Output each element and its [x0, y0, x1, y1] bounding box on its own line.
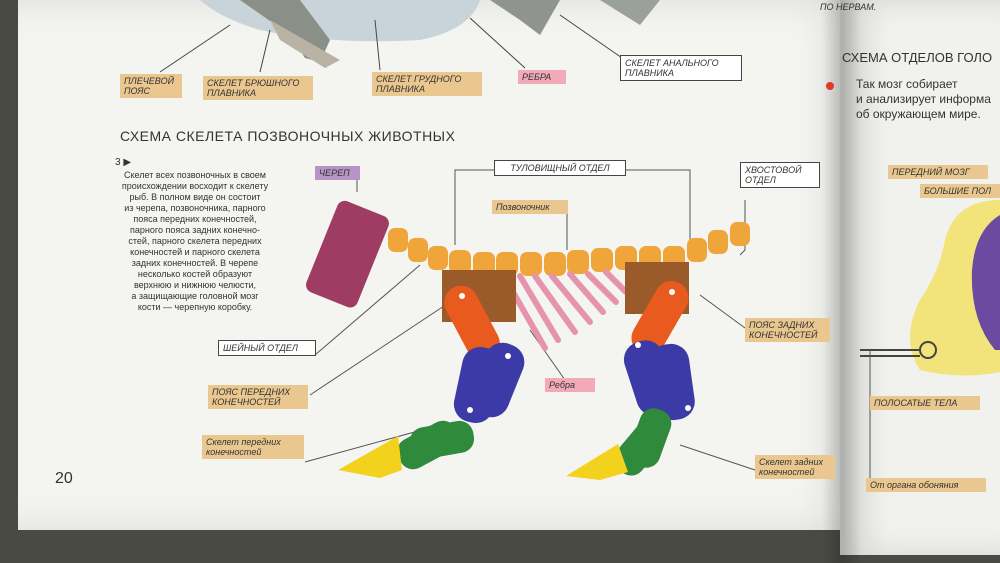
- body-text-line: Скелет всех позвоночных в своем: [124, 170, 266, 180]
- top-right-fragment: ПО НЕРВАМ.: [820, 2, 877, 12]
- rib-bone: [603, 269, 629, 295]
- rib-bone: [549, 273, 593, 325]
- vertebra: [591, 248, 613, 272]
- hind-limb: [566, 281, 695, 480]
- body-text-line: верхнюю и нижнюю челюсти,: [133, 280, 257, 290]
- label-neck: ШЕЙНЫЙ ОТДЕЛ: [218, 340, 316, 356]
- body-text-line: происхождении восходит к скелету: [121, 181, 269, 191]
- label-anal-fin: СКЕЛЕТ АНАЛЬНОГО ПЛАВНИКА: [620, 55, 742, 81]
- label-ribs-top: РЕБРА: [518, 70, 566, 84]
- label-hind-limb: Скелет задних конечностей: [755, 455, 835, 479]
- vertebra: [730, 222, 750, 246]
- rib-bone: [585, 271, 619, 305]
- body-text-line: задних конечностей. В черепе: [131, 258, 259, 268]
- rib-bone: [517, 273, 561, 343]
- vertebra: [428, 246, 448, 270]
- label-hind-belt: ПОЯС ЗАДНИХ КОНЕЧНОСТЕЙ: [745, 318, 830, 342]
- top-leader-lines: [159, 14, 626, 73]
- body-text-line: парного пояса задних конечно-: [130, 225, 260, 235]
- label-ventral-fin: СКЕЛЕТ БРЮШНОГО ПЛАВНИКА: [203, 76, 313, 100]
- label-spine: Позвоночник: [492, 200, 568, 214]
- body-text-line: рыб. В полном виде он состоит: [129, 192, 261, 202]
- page-number: 20: [55, 470, 73, 487]
- vertebra: [687, 238, 707, 262]
- body-text-line: несколько костей образуют: [137, 269, 253, 279]
- bullet-dot: [826, 82, 834, 90]
- label-tail: ХВОСТОВОЙ ОТДЕЛ: [740, 162, 820, 188]
- label-pectoral-fin: СКЕЛЕТ ГРУДНОГО ПЛАВНИКА: [372, 72, 482, 96]
- vertebra: [544, 252, 566, 276]
- label-front-limb: Скелет передних конечностей: [202, 435, 304, 459]
- right-heading: СХЕМА ОТДЕЛОВ ГОЛО: [842, 50, 993, 65]
- body-text-line: кости — черепную коробку.: [137, 302, 253, 312]
- label-ribs: Ребра: [545, 378, 595, 392]
- vertebrae-group: [388, 222, 750, 276]
- rib-bone: [567, 271, 606, 315]
- vertebra: [708, 230, 728, 254]
- section-title: СХЕМА СКЕЛЕТА ПОЗВОНОЧНЫХ ЖИВОТНЫХ: [120, 128, 456, 144]
- vertebra: [408, 238, 428, 262]
- body-text-line: из черепа, позвоночника, парного: [124, 203, 266, 213]
- body-text-line: конечностей и парного скелета: [130, 247, 260, 257]
- brain-illustration: [860, 200, 1000, 480]
- bullet-text-line: Так мозг собирает: [856, 77, 958, 91]
- body-text-line: а защищающие головной мозг: [131, 291, 259, 301]
- label-from-organ: От органа обоняния: [866, 478, 986, 492]
- front-limb: [338, 285, 525, 478]
- label-shoulder-belt: ПЛЕЧЕВОЙ ПОЯС: [120, 74, 182, 98]
- skull-bone: [306, 200, 389, 308]
- body-text-line: стей, парного скелета передних: [128, 236, 262, 246]
- label-hemispheres: БОЛЬШИЕ ПОЛ: [920, 184, 1000, 198]
- label-striped-bodies: ПОЛОСАТЫЕ ТЕЛА: [870, 396, 980, 410]
- vertebra: [388, 228, 408, 252]
- diagram-leader-lines: [304, 169, 756, 471]
- section-marker: 3 ▶: [115, 157, 132, 168]
- label-trunk: ТУЛОВИЩНЫЙ ОТДЕЛ: [494, 160, 626, 176]
- vertebra: [449, 250, 471, 274]
- rib-bone: [532, 273, 578, 335]
- ribs-group: [502, 269, 629, 351]
- body-text-line: пояса передних конечностей,: [133, 214, 257, 224]
- vertebra: [567, 250, 589, 274]
- vertebra: [520, 252, 542, 276]
- label-skull: ЧЕРЕП: [315, 166, 360, 180]
- bullet-text-line: и анализирует информа: [856, 92, 991, 106]
- label-forebrain: ПЕРЕДНИЙ МОЗГ: [888, 165, 988, 179]
- bullet-text-line: об окружающем мире.: [856, 107, 981, 121]
- label-front-belt: ПОЯС ПЕРЕДНИХ КОНЕЧНОСТЕЙ: [208, 385, 308, 409]
